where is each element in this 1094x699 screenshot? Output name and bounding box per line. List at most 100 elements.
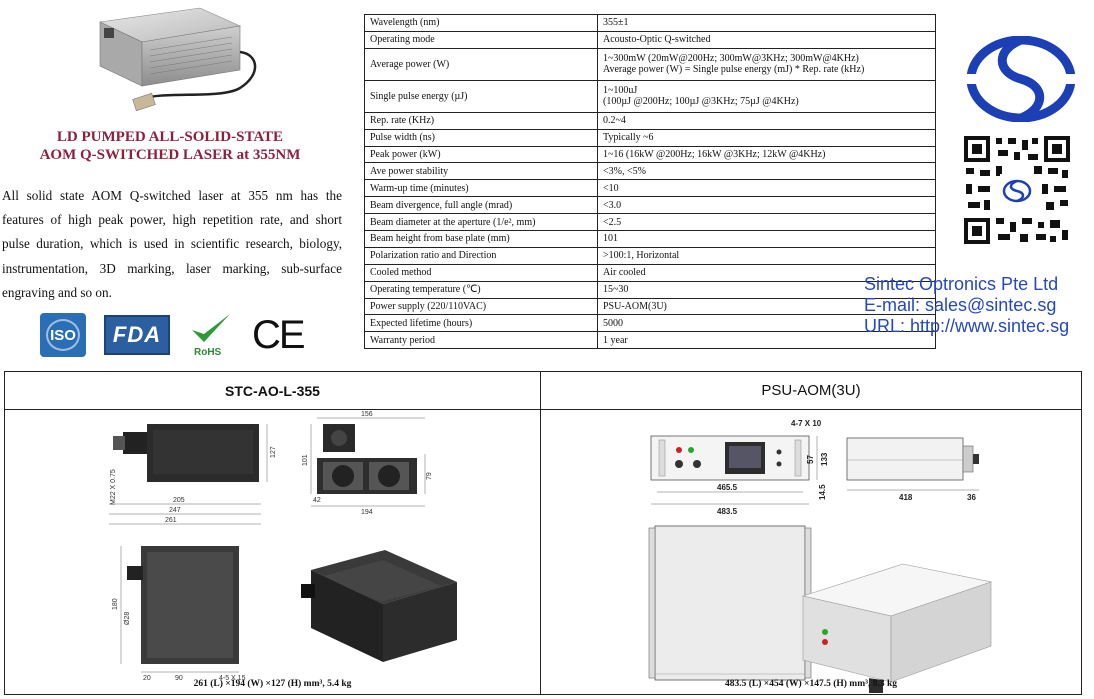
spec-label: Polarization ratio and Direction: [364, 246, 598, 265]
spec-row: Warm-up time (minutes)<10: [364, 179, 936, 198]
laser-head-photo: [98, 7, 257, 112]
product-title-line1: LD PUMPED ALL-SOLID-STATE: [56, 129, 284, 145]
psu-side-view: [846, 437, 979, 491]
ce-logo: CE: [252, 313, 306, 357]
spec-row: Ave power stability<3%, <5%: [364, 162, 936, 181]
spec-label: Operating mode: [364, 30, 598, 49]
spec-value-line: >100:1, Horizontal: [603, 250, 680, 262]
laser-front-view: [310, 417, 426, 507]
spec-label: Power supply (220/110VAC): [364, 297, 598, 316]
rohs-logo: RoHS: [188, 312, 234, 358]
spec-row: Power supply (220/110VAC) PSU-AOM(3U): [364, 297, 936, 316]
spec-value-line: 1~100uJ: [603, 85, 638, 97]
psu-dim-57: 57: [806, 455, 815, 464]
psu-drawing-panel: PSU-AOM(3U): [541, 372, 1081, 694]
spec-label: Expected lifetime (hours): [364, 314, 598, 333]
laser-head-drawings: M22 X 0.75 205 247 261 127: [5, 410, 540, 693]
spec-row: Beam diameter at the aperture (1/e², mm)…: [364, 213, 936, 232]
dim-194: 194: [361, 509, 373, 516]
spec-value: 1~16 (16kW @200Hz; 16kW @3KHz; 12kW @4KH…: [597, 145, 936, 164]
email-text[interactable]: E-mail: sales@sintec.sg: [864, 295, 1057, 315]
spec-value-line: 0.2~4: [603, 115, 626, 127]
dim-127: 127: [270, 446, 277, 458]
qr-code: [962, 134, 1072, 246]
spec-value-line: 1~300mW (20mW@200Hz; 300mW@3KHz; 300mW@4…: [603, 53, 859, 65]
psu-dim-holes: 4-7 X 10: [791, 419, 822, 428]
psu-model-title: PSU-AOM(3U): [541, 372, 1081, 410]
spec-label: Beam height from base plate (mm): [364, 230, 598, 248]
spec-value: <10: [597, 179, 936, 198]
spec-label: Rep. rate (KHz): [364, 111, 598, 130]
spec-value: 0.2~4: [597, 111, 936, 130]
spec-value-line: 355±1: [603, 17, 629, 29]
psu-dim-483: 483.5: [717, 507, 738, 516]
dim-28: Ø28: [124, 612, 131, 625]
spec-value: Typically ~6: [597, 128, 936, 147]
spec-value-line: <2.5: [603, 216, 622, 228]
spec-row: Rep. rate (KHz) 0.2~4: [364, 111, 936, 130]
spec-label: Wavelength (nm): [364, 14, 598, 32]
spec-value: 1~300mW (20mW@200Hz; 300mW@3KHz; 300mW@4…: [597, 47, 936, 81]
laser-dimension-caption: 261 (L) ×194 (W) ×127 (H) mm³, 5.4 kg: [193, 679, 352, 689]
spec-value-line: Air cooled: [603, 267, 646, 279]
spec-row: Warranty period 1 year: [364, 331, 936, 350]
psu-dimension-caption: 483.5 (L) ×454 (W) ×147.5 (H) mm³, 8.3 k…: [725, 679, 897, 689]
dim-42: 42: [313, 497, 321, 504]
psu-dim-133: 133: [820, 452, 829, 466]
psu-drawings: 4-7 X 10 57 133 465.5 483.5 14.5 418 36: [541, 410, 1081, 693]
spec-row: Beam height from base plate (mm)101: [364, 230, 936, 248]
spec-value: 1 year: [597, 331, 936, 350]
company-logo: [966, 36, 1076, 122]
spec-label: Beam diameter at the aperture (1/e², mm): [364, 213, 598, 232]
dim-m22: M22 X 0.75: [110, 469, 117, 505]
spec-value-line: (100µJ @200Hz; 100µJ @3KHz; 75µJ @4KHz): [603, 96, 799, 108]
laser-head-drawing-panel: STC-AO-L-355 M22 X 0.75 205 247 261: [5, 372, 541, 694]
spec-value-line: 1 year: [603, 334, 628, 346]
psu-iso-render: [801, 563, 993, 693]
psu-dim-465: 465.5: [717, 483, 738, 492]
spec-label: Peak power (kW): [364, 145, 598, 164]
spec-value-line: PSU-AOM(3U): [603, 301, 667, 313]
spec-value-line: 5000: [603, 317, 623, 329]
dim-156: 156: [361, 411, 373, 418]
rohs-logo-text: RoHS: [194, 347, 222, 358]
laser-model-title: STC-AO-L-355: [5, 372, 540, 410]
spec-value: <3.0: [597, 196, 936, 215]
company-name: Sintec Optronics Pte Ltd: [864, 274, 1059, 294]
checkmark-icon: [192, 314, 230, 342]
spec-value: <3%, <5%: [597, 162, 936, 181]
spec-label: Single pulse energy (µJ): [364, 79, 598, 113]
psu-dim-418: 418: [899, 493, 913, 502]
spec-value: 1~100uJ(100µJ @200Hz; 100µJ @3KHz; 75µJ …: [597, 79, 936, 113]
iso-logo: ISO: [40, 313, 86, 357]
spec-label: Average power (W): [364, 47, 598, 81]
fda-logo-text: FDA: [112, 322, 162, 347]
spec-label: Pulse width (ns): [364, 128, 598, 147]
spec-row: Polarization ratio and Direction >100:1, …: [364, 246, 936, 265]
dimension-drawings: STC-AO-L-355 M22 X 0.75 205 247 261: [4, 371, 1082, 695]
dim-90: 90: [175, 675, 183, 682]
spec-value: <2.5: [597, 213, 936, 232]
spec-value: 355±1: [597, 14, 936, 32]
spec-label: Ave power stability: [364, 162, 598, 181]
laser-side-view: [109, 424, 268, 525]
psu-dimension-svg: 4-7 X 10 57 133 465.5 483.5 14.5 418 36: [648, 419, 993, 693]
dim-180: 180: [112, 598, 119, 610]
spec-label: Beam divergence, full angle (mrad): [364, 196, 598, 215]
spec-label: Warranty period: [364, 331, 598, 350]
spec-row: Single pulse energy (µJ)1~100uJ(100µJ @2…: [364, 79, 936, 113]
url-text[interactable]: URL: http://www.sintec.sg: [864, 316, 1070, 336]
dim-79: 79: [426, 472, 433, 480]
spec-value: Acousto-Optic Q-switched: [597, 30, 936, 49]
spec-label: Operating temperature (℃): [364, 280, 598, 299]
spec-value-line: 15~30: [603, 284, 629, 296]
product-title-line2: AOM Q-SWITCHED LASER at 355NM: [39, 147, 301, 163]
psu-dim-14: 14.5: [818, 484, 827, 500]
contact-info: Sintec Optronics Pte Ltd E-mail: sales@s…: [864, 274, 1069, 337]
spec-row: Average power (W) 1~300mW (20mW@200Hz; 30…: [364, 47, 936, 81]
laser-head-dimension-svg: M22 X 0.75 205 247 261 127: [109, 411, 457, 682]
dim-20: 20: [143, 675, 151, 682]
